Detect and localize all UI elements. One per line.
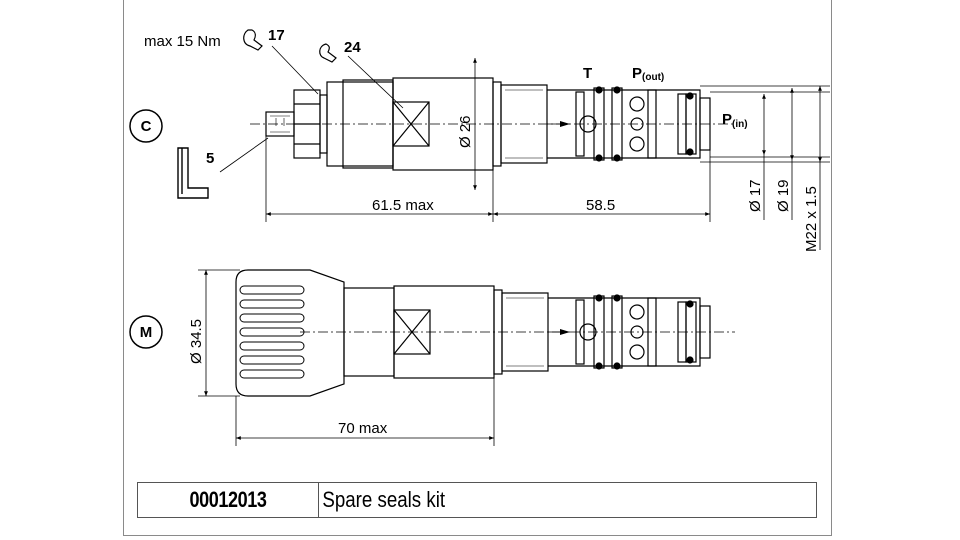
view-c-label: C — [141, 118, 152, 135]
kit-code: 00012013 — [189, 487, 267, 512]
dim-m22-thread: M22 x 1.5 — [803, 186, 820, 252]
dim-diameter-26: Ø 26 — [457, 115, 474, 148]
dim-58-5: 58.5 — [586, 197, 615, 214]
view-m-badge — [129, 315, 163, 349]
wrench-24-label: 24 — [344, 39, 361, 56]
kit-description: Spare seals kit — [322, 487, 446, 512]
dim-diameter-19: Ø 19 — [775, 179, 792, 212]
table-divider — [318, 483, 319, 517]
port-p-out-label: P(out) — [632, 65, 664, 83]
wrench-24-icon — [319, 43, 337, 63]
view-c-badge — [129, 109, 163, 143]
torque-label: max 15 Nm — [144, 33, 221, 50]
hex-key-icon — [177, 147, 209, 199]
view-m-label: M — [140, 324, 153, 341]
dim-diameter-17: Ø 17 — [747, 179, 764, 212]
drawing-frame — [123, 0, 832, 536]
dim-61-5-max: 61.5 max — [372, 197, 434, 214]
wrench-17-icon — [243, 29, 263, 51]
wrench-17-label: 17 — [268, 27, 285, 44]
dim-70-max: 70 max — [338, 420, 388, 437]
view-c-valve — [250, 77, 735, 171]
dim-diameter-34-5: Ø 34.5 — [188, 319, 205, 364]
hex-key-label: 5 — [206, 150, 214, 167]
port-t-label: T — [583, 65, 592, 82]
port-p-in-label: P(in) — [722, 111, 748, 130]
view-m-valve — [235, 269, 735, 397]
spare-kit-table: 00012013 Spare seals kit — [137, 482, 817, 518]
